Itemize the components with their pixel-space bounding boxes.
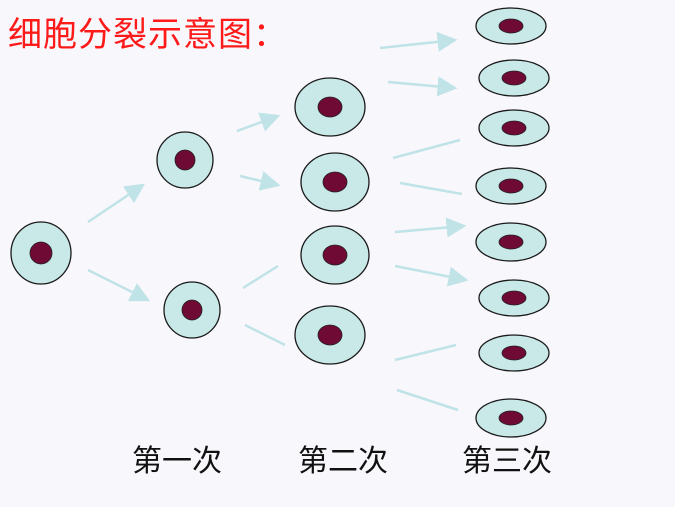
cell-nucleus [501,290,527,306]
cell-nucleus [501,70,527,86]
cell-gen3-1 [475,7,547,45]
cell-nucleus [498,410,524,426]
cell-gen2-a [294,77,366,137]
arrow-g2b-to-4 [399,181,463,196]
stage-label-third: 第三次 [462,444,552,479]
arrow-gen0-to-b [87,268,151,302]
cell-nucleus [498,178,524,194]
arrow-g2a-to-1 [379,31,458,52]
cell-gen3-7 [478,334,550,372]
arrow-g1a-to-g2a [236,112,281,133]
cell-nucleus [501,345,527,361]
arrow-gen0-to-a [87,183,146,224]
arrow-g2c-to-6 [394,264,469,287]
arrow-g1b-to-g2d [244,323,286,347]
cell-gen1-a [156,131,214,189]
cell-gen3-8 [475,398,547,438]
cell-gen3-2 [478,59,550,97]
arrow-g2d-to-7 [394,343,457,362]
arrow-g2a-to-2 [387,76,458,97]
arrow-g1a-to-g2b [239,171,281,191]
cell-gen1-b [163,281,221,339]
cell-gen3-4 [475,167,547,205]
arrow-g2d-to-8 [396,388,459,412]
cell-gen0 [10,221,72,285]
cell-gen3-3 [478,109,550,147]
cell-nucleus [317,324,343,346]
cell-nucleus [317,96,343,118]
stage-label-second: 第二次 [298,444,388,479]
arrow-g2b-to-3 [392,138,461,160]
diagram-title: 细胞分裂示意图： [8,15,288,55]
cell-nucleus [181,299,203,321]
arrow-g2c-to-5 [394,217,467,238]
cell-nucleus [498,18,524,34]
cell-nucleus [322,244,348,266]
cell-nucleus [498,234,524,250]
cell-gen3-5 [475,222,547,262]
stage-label-first: 第一次 [132,444,222,479]
cell-nucleus [174,149,196,171]
cell-nucleus [501,120,527,136]
cell-nucleus [322,171,348,193]
cell-gen3-6 [478,279,550,317]
cell-gen2-c [300,225,370,285]
arrow-g1b-to-g2c [242,264,279,290]
cell-gen2-d [294,305,366,365]
cell-nucleus [29,241,53,265]
cell-gen2-b [300,152,370,212]
